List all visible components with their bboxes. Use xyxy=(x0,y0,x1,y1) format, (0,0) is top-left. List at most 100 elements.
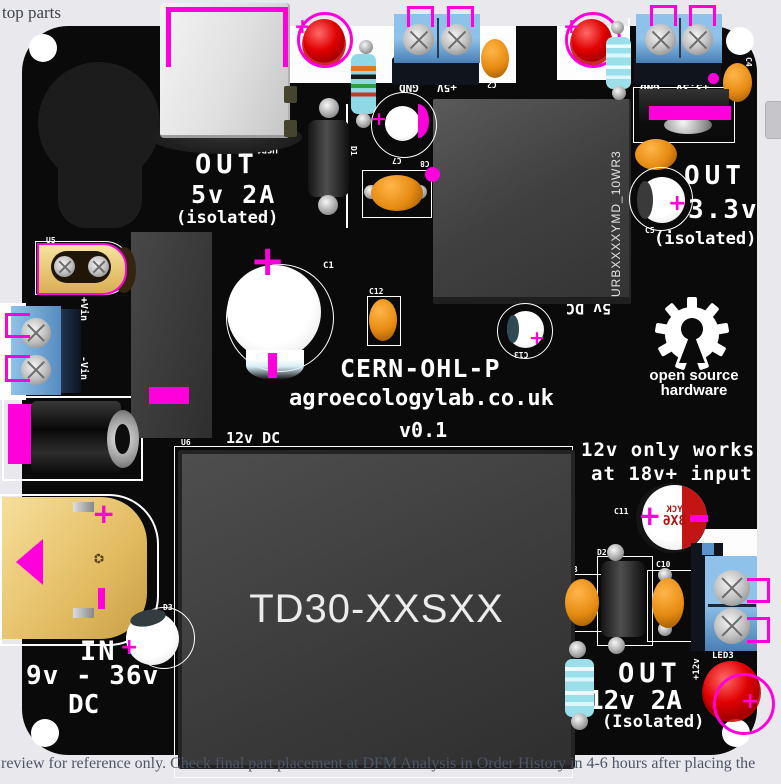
terminal-12v-corner xyxy=(702,543,714,555)
mounting-hole-bottom-left xyxy=(31,719,59,747)
terminal-12v-screw-pos[interactable] xyxy=(714,608,750,644)
urb-power-module: URBXXXXYMD_10WR3 xyxy=(433,99,631,304)
inductor-stripe xyxy=(649,106,731,120)
cap-c11-minus-marker xyxy=(690,515,708,522)
ref-led1: LED1 xyxy=(574,70,594,79)
td30-power-module: TD30-XXSXX xyxy=(178,450,575,769)
board-keepout-column xyxy=(58,122,142,228)
out33-spec: 3.3v xyxy=(688,195,759,225)
xt60-in-plus-marker: + xyxy=(92,497,116,530)
terminal-33v-screw-gnd[interactable] xyxy=(645,24,676,55)
urb-module-label: URBXXXXYMD_10WR3 xyxy=(609,150,623,297)
out12-title: OUT xyxy=(618,658,682,689)
led-5v-plus-marker: + xyxy=(294,14,311,38)
cap-c5-plus-marker: + xyxy=(668,191,687,216)
in-range: 9v - 36v xyxy=(26,661,160,691)
cap-c1-plus-marker: + xyxy=(250,236,286,285)
ref-d1: D1 xyxy=(349,146,358,156)
silk-dot-c8 xyxy=(425,167,440,182)
terminal-5v-screw-gnd[interactable] xyxy=(403,24,434,55)
mounting-hole-top-left xyxy=(29,34,57,62)
ref-c2: C2 xyxy=(487,80,497,89)
cap-c13-plus-marker: + xyxy=(529,327,545,349)
terminal-5v-pin-marker-2 xyxy=(447,6,474,27)
terminal-vin-pin-marker-1 xyxy=(5,313,30,338)
in-type: DC xyxy=(68,690,100,720)
usb-silk-bracket xyxy=(166,7,288,67)
terminal-33v-divider xyxy=(679,18,681,58)
vertical-module-marker xyxy=(149,387,189,404)
out12-isolated: (Isolated) xyxy=(602,712,705,732)
oshw-logo xyxy=(650,296,734,378)
inductor-outline xyxy=(633,87,735,143)
barrel-jack-hole xyxy=(115,424,130,454)
diode-d1-lead-bottom xyxy=(318,195,338,215)
usb-connector xyxy=(160,3,290,138)
usb-tab-lower xyxy=(284,120,297,137)
xt60-in-tab-bottom xyxy=(73,608,94,618)
cap-c7-crescent-marker xyxy=(418,104,429,138)
resistor1-lead-top xyxy=(359,40,373,54)
terminal-33v-screw-pos[interactable] xyxy=(682,24,713,55)
cap-c5-stripe xyxy=(637,181,653,219)
ref-led3: LED3 xyxy=(712,651,734,661)
cap-c2 xyxy=(481,39,509,78)
cap-c7-silk-arc xyxy=(371,92,437,158)
scrollbar-handle[interactable] xyxy=(765,101,781,139)
terminal-12v-screw-gnd[interactable] xyxy=(714,570,750,606)
resistor1 xyxy=(351,54,376,114)
cap-c8-outline xyxy=(362,170,432,218)
cap-c11-print-line2: 8X6 xyxy=(662,514,687,530)
resistor3 xyxy=(565,659,594,717)
rail-12v-label: 12v DC xyxy=(226,429,281,447)
xt60-in-tab-top xyxy=(73,502,94,512)
out5-title: OUT xyxy=(195,149,259,180)
terminal-vin-side xyxy=(61,309,81,393)
ref-c10: C10 xyxy=(656,560,671,569)
cap-c8 xyxy=(371,175,423,211)
cap-c13 xyxy=(507,311,544,348)
xt60-aux-cup-1 xyxy=(54,256,75,277)
terminal-vin-pin-marker-2 xyxy=(5,355,30,382)
cap-c1-minus-marker xyxy=(268,353,277,378)
barrel-jack-outline xyxy=(2,396,143,481)
out5-isolated: (isolated) xyxy=(176,208,279,228)
xt60-in-triangle-marker xyxy=(16,539,43,585)
resistor3-lead-top xyxy=(569,641,586,658)
out33-title: OUT xyxy=(684,161,746,191)
usb-tab-upper xyxy=(284,86,297,103)
diode-d2-body xyxy=(601,561,645,637)
diode-d2-lead-bottom xyxy=(608,637,625,654)
terminal-33v-pin-marker-1 xyxy=(650,5,677,26)
diode-d1-lead-top xyxy=(319,98,339,118)
review-caption: review for reference only. Check final p… xyxy=(1,755,756,772)
cap-c6 xyxy=(635,139,677,170)
website-text: agroecologylab.co.uk xyxy=(289,386,554,411)
cap-c13-stripe xyxy=(507,315,519,343)
terminal-5v-pin-marker-1 xyxy=(407,6,434,27)
resistor2-lead-bottom xyxy=(612,86,626,100)
ref-c8: C8 xyxy=(420,159,430,168)
diode-d1-body xyxy=(308,120,349,197)
cap-c13-silk-arc xyxy=(497,303,553,359)
cap-c5 xyxy=(637,177,685,223)
ref-c11: C11 xyxy=(614,507,629,516)
vertical-module xyxy=(131,232,212,438)
resistor1-lead-bottom xyxy=(356,113,371,128)
terminal-5v-screw-pos[interactable] xyxy=(441,24,472,55)
xt60-recycle-icon: ♻ xyxy=(88,553,110,564)
note-line1: 12v only works xyxy=(581,439,756,461)
ref-u5: U5 xyxy=(46,236,56,245)
ref-c1: C1 xyxy=(323,261,334,271)
out12-spec: 12v 2A xyxy=(588,686,682,716)
cap-c10 xyxy=(652,578,684,628)
terminal-33v-pin-marker-2 xyxy=(689,5,716,26)
resistor3-lead-bottom xyxy=(571,713,588,730)
terminal-12v-pin-marker-1 xyxy=(747,578,770,603)
cap-c12-outline xyxy=(367,296,401,346)
out33-isolated: (isolated) xyxy=(654,229,757,249)
led1-plus-marker: + xyxy=(563,14,580,38)
ref-c12: C12 xyxy=(369,287,384,296)
terminal-vin-screw-pos[interactable] xyxy=(21,318,51,348)
version-text: v0.1 xyxy=(399,418,448,442)
